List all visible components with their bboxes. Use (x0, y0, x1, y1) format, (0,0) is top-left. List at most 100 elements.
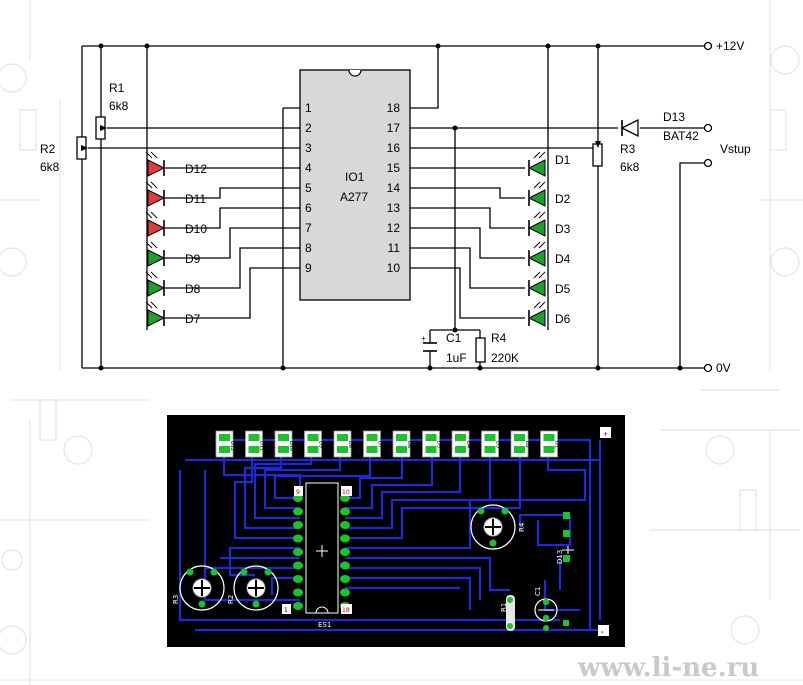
pcb-r3-trimmer (179, 565, 225, 611)
r2-wiper-arrow (81, 145, 88, 151)
r4-value: 220K (491, 351, 519, 365)
pcb-minus-label: - (601, 629, 604, 636)
ic-pin-number: 12 (387, 221, 401, 235)
pcb-ic-pad (340, 588, 350, 597)
ic-part: A277 (340, 190, 368, 204)
r2-name: R2 (40, 142, 56, 156)
pcb-led-label: D2 (524, 441, 530, 448)
pcb-pin10-badge (341, 486, 352, 496)
ic-pin-number: 7 (305, 221, 312, 235)
led-label: D3 (555, 222, 571, 236)
led-d6: D6 (527, 301, 571, 327)
pcb-led-d7: D7 (363, 430, 383, 458)
schematic-wires (81, 45, 705, 369)
pcb-led-label: D5 (436, 441, 442, 448)
pcb-ic-pad (293, 507, 303, 516)
pcb-ic-pad (293, 588, 303, 597)
junctions (98, 43, 683, 371)
pcb-led-d2: D2 (510, 430, 530, 458)
ic-notch (348, 69, 362, 77)
r3-name: R3 (620, 142, 636, 156)
c1-plus-sign: + (421, 334, 426, 343)
led-label: D6 (555, 312, 571, 326)
terminals (703, 41, 713, 373)
pcb-led-d6: D6 (392, 430, 412, 458)
led-label: D12 (185, 162, 207, 176)
ic-pin-number: 4 (305, 161, 312, 175)
led-label: D1 (555, 153, 571, 167)
pcb-plus-pad (600, 427, 611, 438)
led-label: D2 (555, 192, 571, 206)
ic-pin-number: 11 (388, 241, 401, 255)
pcb-ic-notch (315, 606, 329, 614)
led-label: D7 (185, 312, 201, 326)
r3-wiper-arrow (595, 141, 601, 148)
ic-pin-number: 5 (305, 181, 312, 195)
ic-body (299, 69, 411, 301)
led-label: D9 (185, 252, 201, 266)
pcb-led-d9: D9 (304, 430, 324, 458)
pcb-r3-label: R3 (172, 595, 180, 604)
c1-name: C1 (446, 331, 462, 345)
ic-pin-number: 10 (387, 261, 401, 275)
watermark: www.li-ne.ru (577, 653, 759, 683)
pcb-led-d4: D4 (451, 430, 471, 458)
pcb-ic-pad (293, 548, 303, 556)
led-label: D5 (555, 282, 571, 296)
pcb-ic-pad (293, 602, 303, 610)
pcb-pin1-label: 1 (284, 607, 288, 614)
pcb-r4-label: R4 (518, 522, 526, 532)
pcb-ic-pad (340, 534, 350, 543)
pcb-ic-footprint (293, 494, 350, 610)
pcb-led-label: D4 (465, 441, 471, 448)
led-d8: D8 (145, 271, 201, 297)
pcb-r2-trimmer (233, 565, 279, 611)
ic-pin-number: 2 (305, 121, 312, 135)
pcb-ic-pad (293, 534, 303, 543)
r4-resistor (475, 337, 486, 363)
r2-value: 6k8 (40, 160, 60, 174)
led-d7: D7 (145, 301, 201, 327)
pcb-led-label: D10 (288, 441, 294, 451)
led-d9: D9 (145, 241, 201, 267)
ic-pin-number: 17 (387, 121, 401, 135)
r4-name: R4 (491, 331, 507, 345)
pcb-c1-footprint (534, 598, 558, 631)
pcb-r1-label: R1 (500, 603, 508, 612)
supply-plus-label: +12V (716, 39, 744, 53)
pcb-led-d5: D5 (422, 430, 442, 458)
pcb-ic-pad (340, 561, 350, 570)
led-label: D10 (185, 222, 207, 236)
pcb-led-d1: D1 (540, 430, 560, 458)
pcb-led-d8: D8 (333, 430, 353, 458)
pcb-led-d3: D3 (481, 430, 501, 458)
led-d5: D5 (527, 271, 571, 297)
pcb-ic-outline (305, 482, 339, 614)
r3-value: 6k8 (620, 160, 640, 174)
pcb-led-label: D1 (554, 441, 560, 448)
pcb-ic-pad (293, 561, 303, 570)
pcb-led-d11: D11 (245, 430, 265, 458)
supply-zero-label: 0V (716, 361, 731, 375)
ic-pin-number: 9 (305, 261, 312, 275)
ic-pin-number: 6 (305, 201, 312, 215)
ic-name: IO1 (345, 170, 365, 184)
pcb-ic-pad (340, 575, 350, 583)
ic-pin-number: 16 (387, 141, 401, 155)
r1-wiper-arrow (100, 125, 107, 131)
pcb-c1-label: C1 (534, 587, 542, 596)
led-d4: D4 (527, 241, 571, 267)
pcb-ic-label: ES1 (318, 621, 331, 629)
pcb-pin18-label: 18 (342, 607, 350, 614)
ic-pin-number: 3 (305, 141, 312, 155)
pcb-r2-label: R2 (227, 595, 235, 604)
pcb-plus-label: + (603, 431, 608, 438)
led-d3: D3 (527, 211, 571, 237)
pcb-led-label: D7 (377, 441, 383, 448)
led-d11: D11 (145, 181, 206, 207)
r1-value: 6k8 (109, 99, 129, 113)
